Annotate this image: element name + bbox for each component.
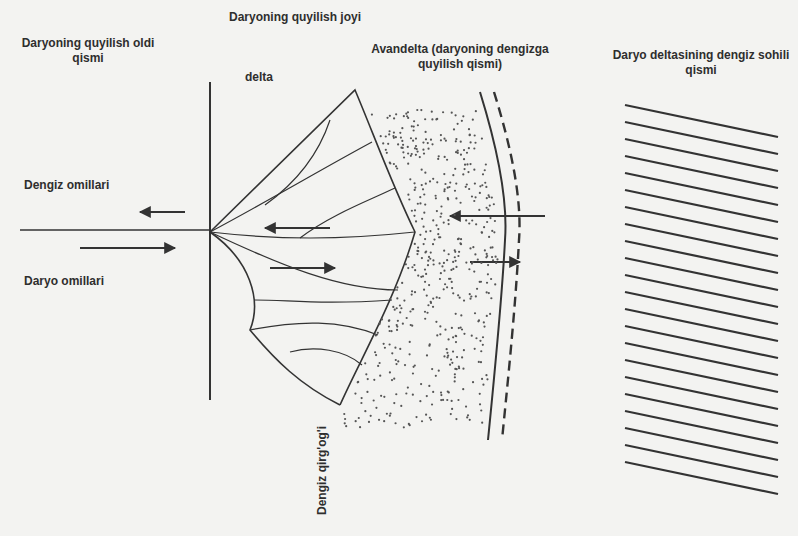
- region-label: delta: [245, 70, 305, 85]
- avandelta-sediment: [343, 109, 498, 428]
- coastal-hatching: [625, 105, 778, 494]
- factor-arrows: [80, 212, 545, 268]
- delta-channels: [210, 120, 415, 365]
- sea-shore-dashed: [494, 92, 520, 440]
- region-label: Daryoning quyilish oldi qismi: [8, 36, 168, 66]
- mouth-line: [209, 82, 211, 400]
- river-axis: [20, 229, 210, 231]
- delta-front: [210, 90, 415, 405]
- region-label: Daryo deltasining dengiz sohili qismi: [608, 48, 794, 78]
- region-label: Avandelta (daryoning dengizga quyilish q…: [365, 42, 555, 72]
- shore-label: Dengiz qirg'og'i: [315, 411, 330, 531]
- delta-bottom-edge: [210, 232, 340, 405]
- mouth-title: Daryoning quyilish joyi: [175, 10, 415, 25]
- factor-label: Dengiz omillari: [24, 178, 174, 193]
- avandelta-boundary: [480, 92, 506, 440]
- factor-label: Daryo omillari: [24, 274, 174, 289]
